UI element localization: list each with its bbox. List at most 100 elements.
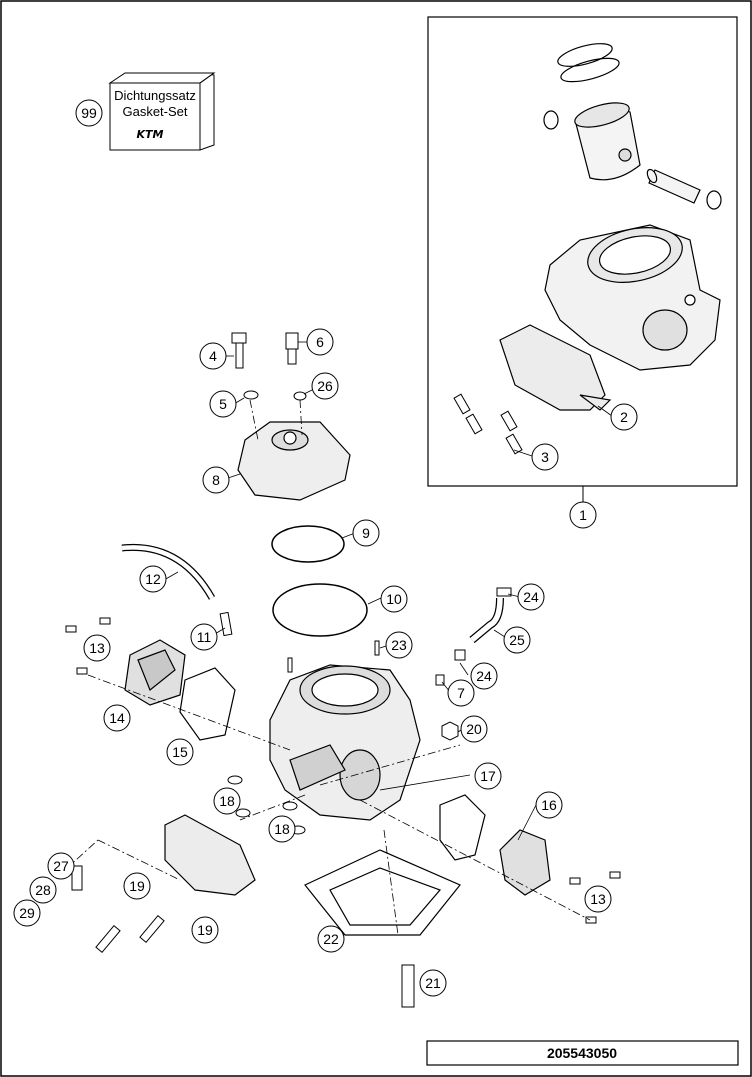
callout-18b [268,815,296,843]
callout-label-2: 2 [620,409,628,425]
callout-label-19b: 19 [197,922,213,938]
hose-fitting-small [454,649,466,661]
exhaust-flange [164,814,256,896]
callout-label-23: 23 [391,637,407,653]
callout-label-21: 21 [425,975,441,991]
callout-13 [83,634,111,662]
callout-7 [447,679,475,707]
head-bolt [231,332,247,369]
dowel-pin [401,964,415,1008]
callout-29 [13,899,41,927]
callout-5 [209,390,237,418]
spacer [71,865,83,891]
callout-label-15: 15 [172,744,188,760]
callout-14 [103,704,131,732]
coolant-fitting [435,674,445,686]
callout-22 [317,925,345,953]
callouts [13,99,638,997]
callout-27 [47,852,75,880]
gasket-set-line1: Dichtungssatz [114,88,196,103]
callout-16 [535,791,563,819]
callout-26 [311,372,339,400]
circlip-2 [706,190,722,210]
callout-2 [610,403,638,431]
callout-label-8: 8 [212,472,220,488]
washers [227,775,306,835]
callout-label-13b: 13 [590,891,606,907]
temp-sensor [285,332,299,365]
seal-ring [293,391,307,401]
exhaust-gasket [439,794,486,861]
callout-label-29: 29 [19,905,35,921]
callout-label-4: 4 [209,348,217,364]
piston-pin [646,168,701,204]
callout-12 [139,565,167,593]
callout-8 [202,466,230,494]
exhaust-cover [499,829,551,896]
callout-label-10: 10 [386,591,402,607]
callout-label-6: 6 [316,334,324,350]
callout-label-27: 27 [53,858,69,874]
ktm-logo: KTM [137,128,164,141]
gasket-set-line2: Gasket-Set [122,104,187,119]
callout-label-99: 99 [81,105,97,121]
callout-19 [123,872,151,900]
callout-label-19: 19 [129,878,145,894]
callout-label-24b: 24 [476,668,492,684]
callout-label-7: 7 [457,685,465,701]
callout-1 [569,501,597,529]
hose-nipple [219,611,233,637]
water-pump-cover [124,639,186,706]
callout-99 [75,99,103,127]
callout-label-26: 26 [317,378,333,394]
leader-lines [163,341,613,841]
callout-label-9: 9 [362,525,370,541]
kit-screws [453,393,523,455]
callout-9 [352,519,380,547]
callout-13b [584,885,612,913]
hose-clamp [496,587,512,597]
cylinder-head [237,421,351,501]
callout-19b [191,916,219,944]
callout-label-18: 18 [219,793,235,809]
cover-screws [65,617,621,924]
callout-labels: 99 1 2 3 4 5 6 26 8 9 10 11 12 13 14 15 … [19,105,628,991]
callout-label-3: 3 [541,449,549,465]
callout-label-1: 1 [579,507,587,523]
water-pump-gasket [179,667,236,741]
callout-label-13: 13 [89,640,105,656]
callout-label-28: 28 [35,882,51,898]
callout-label-22: 22 [323,931,339,947]
stud-2 [374,640,380,656]
callout-20 [460,715,488,743]
stud-1 [287,657,293,673]
callout-21 [419,969,447,997]
callout-23 [385,631,413,659]
gasket-set-box: Dichtungssatz Gasket-Set KTM [108,72,216,151]
callout-4 [199,342,227,370]
callout-label-12: 12 [145,571,161,587]
callout-label-5: 5 [219,396,227,412]
cylinder-base-gasket [304,849,461,936]
callout-label-20: 20 [466,721,482,737]
callout-label-25: 25 [509,632,525,648]
callout-15 [166,738,194,766]
callout-label-14: 14 [109,710,125,726]
callout-label-18b: 18 [274,821,290,837]
exhaust-flange-kit [499,324,612,411]
piston-rings [557,43,620,83]
callout-10 [380,585,408,613]
circlip [543,110,559,130]
piston [574,102,641,181]
callout-6 [306,328,334,356]
drawing-code: 205543050 [547,1045,617,1061]
callout-label-16: 16 [541,797,557,813]
cylinder [269,664,421,821]
washer [243,390,259,400]
callout-3 [531,443,559,471]
o-ring-small [271,525,345,563]
assembly-lines [64,399,591,936]
callout-label-17: 17 [480,768,496,784]
callout-18 [213,787,241,815]
